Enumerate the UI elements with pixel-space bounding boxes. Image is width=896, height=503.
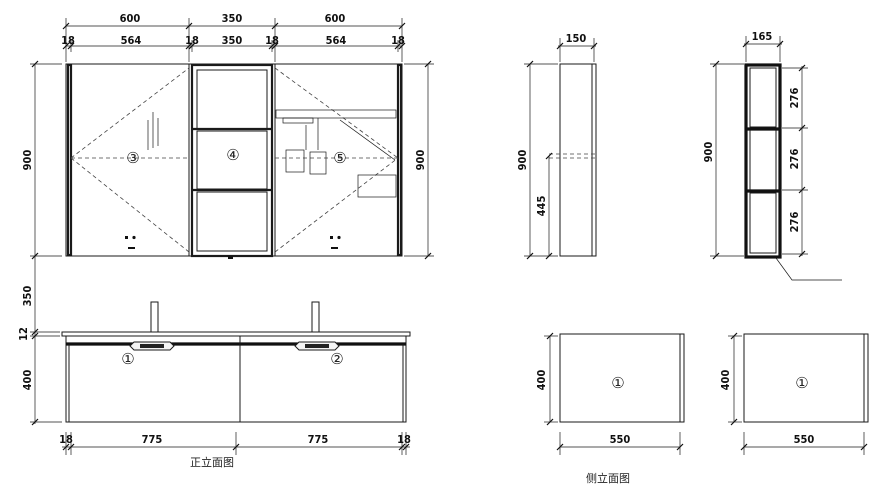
dim-bottom-775-right: 775	[308, 433, 329, 446]
base-a-height: 400	[535, 370, 548, 391]
dim-right-900: 900	[414, 150, 427, 171]
dim-top-600-right: 600	[325, 12, 346, 25]
callout-5: ⑤	[333, 149, 346, 167]
callout-2: ②	[330, 350, 343, 368]
callout-1: ①	[121, 350, 134, 368]
dim-left-400: 400	[21, 370, 34, 391]
front-top-dimensions: 600 350 600 18 564 18 350 18 564 18	[61, 12, 406, 62]
dim-18: 18	[391, 34, 405, 47]
side-view-a: 150 900 445	[516, 32, 598, 260]
base-a-width: 550	[610, 433, 631, 446]
base-b-callout: ①	[795, 374, 808, 392]
shelf-dim-1: 276	[788, 88, 801, 109]
shelf-dim-3: 276	[788, 212, 801, 233]
dim-bottom-775-left: 775	[142, 433, 163, 446]
shelf-dim-2: 276	[788, 149, 801, 170]
base-side-view-a: ① 400 550	[535, 332, 685, 455]
dim-bottom-18-left: 18	[59, 433, 73, 446]
side-view-caption: 侧立面图	[586, 471, 630, 485]
side-a-height: 900	[516, 150, 529, 171]
side-a-width: 150	[566, 32, 587, 45]
callout-4: ④	[226, 146, 239, 164]
side-a-mark: 445	[535, 196, 548, 217]
dim-18: 18	[61, 34, 75, 47]
base-b-height: 400	[719, 370, 732, 391]
callout-3: ③	[126, 149, 139, 167]
front-view-caption: 正立面图	[190, 455, 234, 469]
dim-bottom-18-right: 18	[397, 433, 411, 446]
front-upper-cabinet	[65, 63, 403, 259]
dim-564-right: 564	[326, 34, 347, 47]
front-bottom-dimensions: 18 775 775 18 正立面图	[59, 432, 411, 469]
drawer-handle	[129, 341, 175, 351]
dim-18: 18	[185, 34, 199, 47]
dim-18: 18	[265, 34, 279, 47]
side-b-height: 900	[702, 142, 715, 163]
base-b-width: 550	[794, 433, 815, 446]
dim-564-left: 564	[121, 34, 142, 47]
base-side-view-b: ① 400 550	[719, 332, 869, 455]
front-left-dimensions: 900 350 12 400	[17, 60, 62, 426]
dim-left-900: 900	[21, 150, 34, 171]
dim-top-600-left: 600	[120, 12, 141, 25]
side-view-b: 165 900 276 276 276	[702, 30, 842, 281]
dim-top-350: 350	[222, 12, 243, 25]
dim-left-12: 12	[17, 327, 30, 341]
front-base-cabinet	[61, 301, 411, 423]
base-a-callout: ①	[611, 374, 624, 392]
front-right-dimension: 900	[404, 60, 434, 260]
side-b-width: 165	[752, 30, 773, 43]
dim-350: 350	[222, 34, 243, 47]
drawer-handle	[294, 341, 340, 351]
dim-left-350: 350	[21, 286, 34, 307]
